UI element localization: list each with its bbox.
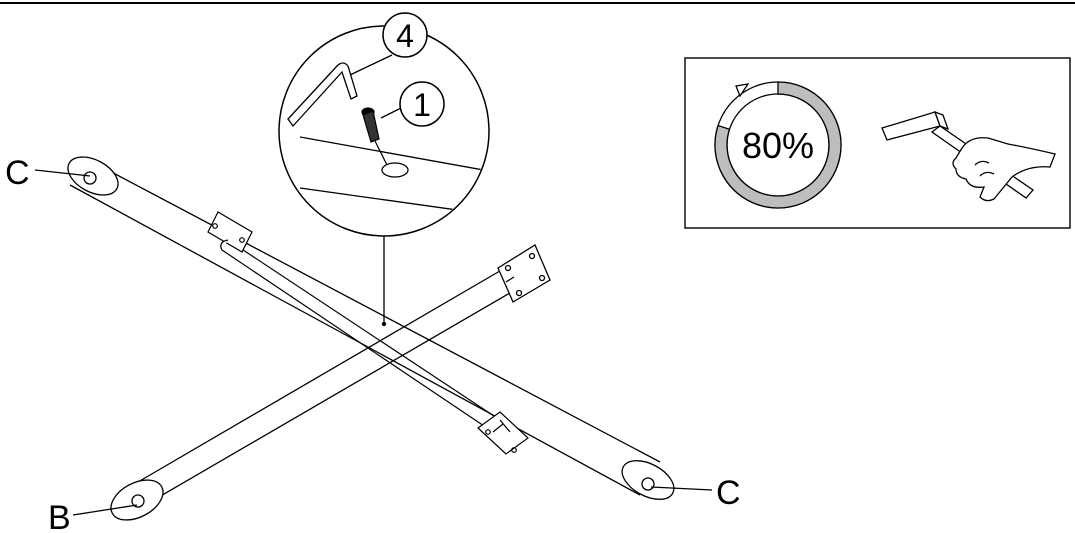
end-cap-c-right bbox=[621, 460, 675, 500]
inner-strut bbox=[207, 211, 529, 455]
detail-magnifier: 1 4 bbox=[278, 12, 490, 327]
callout-4-circle bbox=[382, 12, 428, 58]
callout-4-label: 4 bbox=[396, 18, 414, 54]
mounting-plate-lower bbox=[477, 411, 529, 455]
progress-arc bbox=[714, 81, 842, 209]
label-c-left: C bbox=[5, 154, 30, 192]
tighten-ring: 80% bbox=[714, 81, 842, 209]
allen-key-icon bbox=[287, 62, 358, 128]
hand-with-allen-key-icon bbox=[881, 110, 1056, 202]
end-cap-b bbox=[110, 479, 164, 521]
tighten-percent: 80% bbox=[742, 125, 814, 166]
detail-circle bbox=[278, 25, 490, 237]
mounting-plate-upper-right bbox=[497, 244, 551, 303]
rear-strut bbox=[127, 244, 551, 516]
label-leaders bbox=[34, 169, 713, 516]
callout-1-circle bbox=[399, 81, 445, 127]
end-cap-c-left bbox=[67, 156, 119, 196]
mounting-plate-upper-left bbox=[207, 211, 253, 253]
rotate-arrow-icon bbox=[735, 83, 750, 98]
label-c-right: C bbox=[716, 474, 741, 512]
screw-icon bbox=[361, 107, 388, 166]
tighten-box: 80% bbox=[684, 57, 1071, 229]
callout-1-label: 1 bbox=[413, 87, 431, 123]
label-b: B bbox=[48, 499, 71, 533]
